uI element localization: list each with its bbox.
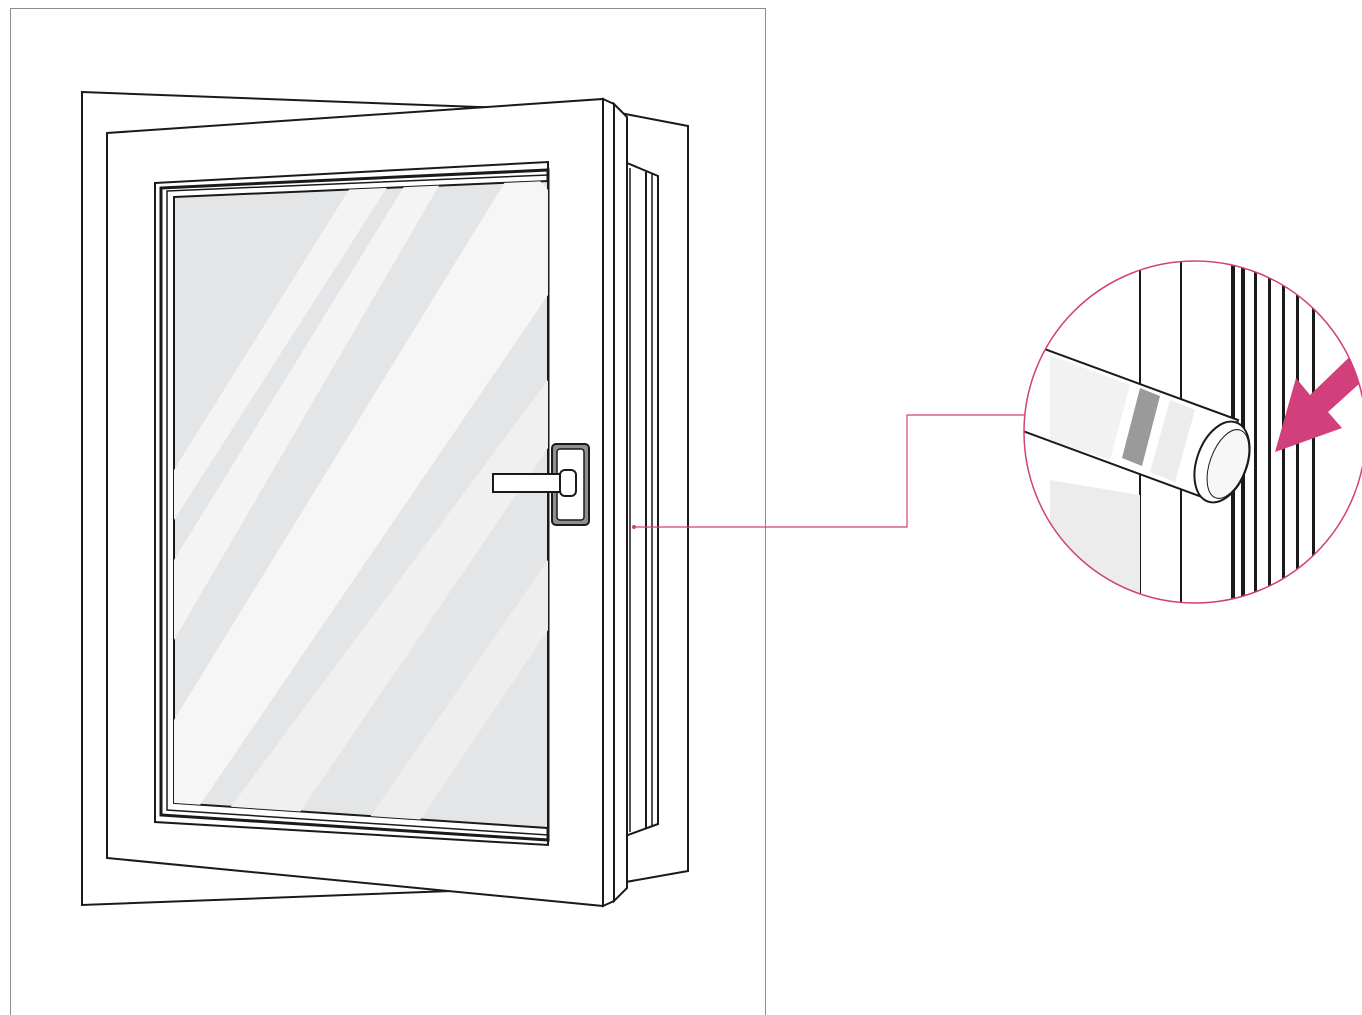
arrow-pointer-icon	[1275, 345, 1362, 452]
illustration-panel	[10, 8, 766, 1015]
glazing-frame-mid	[159, 168, 550, 842]
window-handle-icon	[492, 443, 590, 526]
callout-connector	[632, 414, 1027, 529]
glass-reflections	[174, 181, 548, 820]
sash-edge	[602, 97, 615, 908]
magnified-roller-detail	[1023, 260, 1362, 604]
glazing-frame-inner	[166, 174, 549, 836]
sash-edge-2	[613, 101, 628, 904]
